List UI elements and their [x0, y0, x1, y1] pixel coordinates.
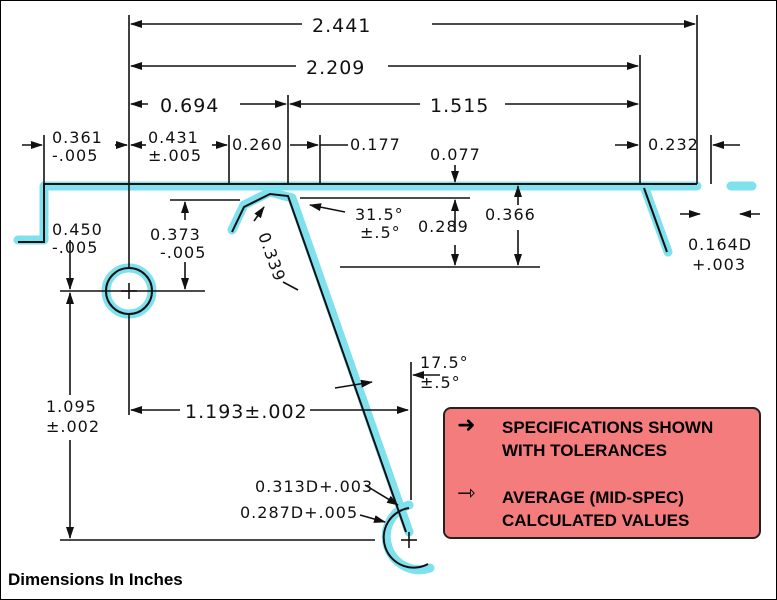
- dim-0431: 0.431: [148, 128, 199, 147]
- dim-0177: 0.177: [350, 135, 401, 154]
- dim-1095: 1.095: [46, 397, 97, 416]
- dim-0366: 0.366: [485, 205, 536, 224]
- legend-avg-line2: CALCULATED VALUES: [502, 511, 690, 530]
- legend-box: ➜ SPECIFICATIONS SHOWN WITH TOLERANCES ⇾…: [443, 407, 761, 539]
- dim-0313: 0.313D+.003: [255, 477, 373, 496]
- angle-315: 31.5°: [355, 205, 404, 224]
- dim-0260: 0.260: [232, 135, 283, 154]
- filled-arrow-icon: ➜: [457, 413, 476, 438]
- angle-175-tol: ±.5°: [420, 373, 461, 392]
- dim-1095-tol: ±.002: [46, 417, 100, 436]
- dim-0694: 0.694: [160, 95, 219, 117]
- legend-spec-line1: SPECIFICATIONS SHOWN: [502, 418, 714, 437]
- dimension-lines: [22, 20, 760, 539]
- dim-0361-tol: -.005: [52, 146, 98, 165]
- dim-0450: 0.450: [52, 220, 103, 239]
- dim-0232: 0.232: [648, 135, 699, 154]
- dim-1515: 1.515: [430, 95, 489, 117]
- dim-0339: 0.339: [254, 230, 289, 284]
- legend-spec-line2: WITH TOLERANCES: [502, 441, 667, 460]
- dim-2441: 2.441: [312, 15, 371, 37]
- dim-0077: 0.077: [430, 145, 481, 164]
- dim-0373-tol: -.005: [160, 243, 206, 262]
- dim-2209: 2.209: [306, 57, 365, 79]
- legend-avg-line1: AVERAGE (MID-SPEC): [502, 488, 684, 507]
- angle-315-tol: ±.5°: [360, 223, 401, 242]
- dim-0287: 0.287D+.005: [240, 503, 358, 522]
- caption: Dimensions In Inches: [8, 570, 183, 589]
- extension-lines: [43, 15, 712, 541]
- dim-0289: 0.289: [418, 217, 469, 236]
- dimension-labels: 2.441 2.209 0.694 1.515 0.361 -.005 0.43…: [46, 15, 752, 522]
- dim-0450-tol: -.005: [52, 238, 98, 257]
- dim-0373: 0.373: [150, 225, 201, 244]
- dim-1193: 1.193±.002: [185, 401, 308, 423]
- open-arrow-icon: ⇾: [457, 481, 476, 506]
- dim-0431-tol: ±.005: [148, 146, 202, 165]
- dim-0361: 0.361: [52, 128, 103, 147]
- angle-175: 17.5°: [420, 353, 469, 372]
- hole-0164: 0.164D: [688, 235, 752, 254]
- hole-0164-tol: +.003: [692, 255, 746, 274]
